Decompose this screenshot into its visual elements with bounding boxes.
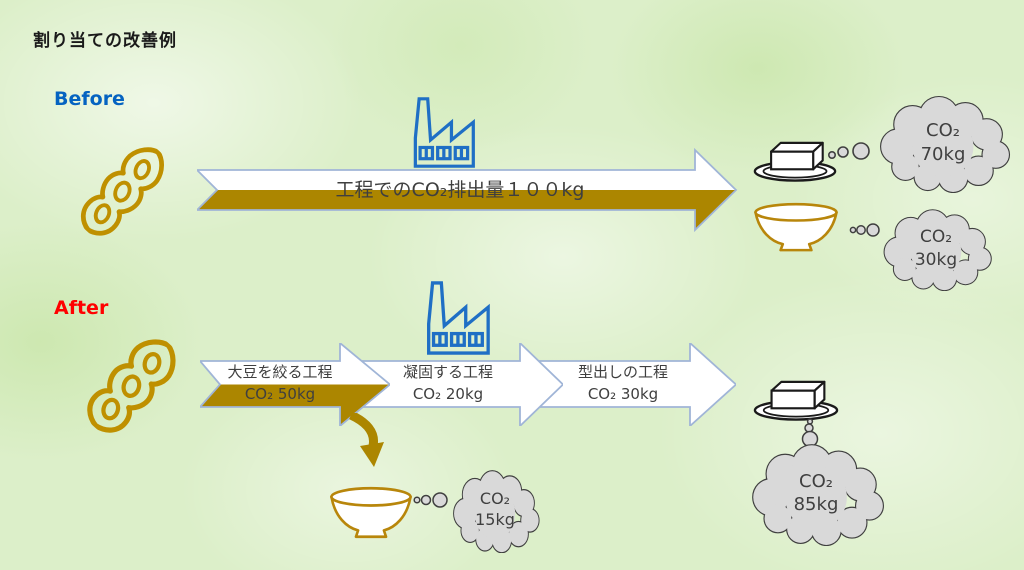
- process-step-emission: CO₂ 50kg: [244, 385, 316, 403]
- cloud-amount: 85kg: [793, 494, 839, 515]
- cloud-gas: CO₂: [919, 227, 953, 248]
- after-section-label: After: [54, 297, 109, 319]
- cloud-gas: CO₂: [479, 489, 511, 509]
- tofu-on-plate-icon: [752, 376, 840, 421]
- tofu-on-plate-icon: [752, 137, 838, 182]
- soybean-pod-icon: [73, 325, 190, 446]
- thought-bubbles-icon: [849, 221, 881, 239]
- cloud-amount: 70kg: [920, 143, 966, 165]
- bowl-icon: [752, 202, 840, 257]
- co2-cloud-label: CO₂ 85kg: [744, 440, 888, 546]
- process-arrow-1: 大豆を絞る工程 CO₂ 50kg: [200, 343, 390, 426]
- cloud-amount: 15kg: [475, 510, 515, 529]
- factory-icon: [416, 280, 494, 356]
- process-arrow-label: 工程でのCO₂排出量１００kg: [335, 179, 585, 201]
- co2-cloud-label: CO₂ 15kg: [448, 467, 542, 553]
- bowl-icon: [328, 486, 414, 544]
- process-step-text: 大豆を絞る工程 CO₂ 50kg: [210, 361, 350, 405]
- co2-cloud-label: CO₂ 70kg: [872, 92, 1014, 193]
- cloud-gas: CO₂: [926, 120, 960, 142]
- co2-cloud-icon: CO₂ 15kg: [448, 467, 542, 553]
- thought-bubbles-icon: [827, 141, 879, 163]
- co2-cloud-label: CO₂ 30kg: [877, 206, 995, 291]
- process-arrow-3: 型出しの工程 CO₂ 30kg: [538, 343, 736, 426]
- thought-bubbles-icon: [413, 490, 449, 510]
- process-step-name: 大豆を絞る工程: [227, 363, 333, 381]
- process-arrow-before: 工程でのCO₂排出量１００kg: [197, 148, 738, 232]
- process-step-name: 型出しの工程: [577, 363, 668, 381]
- cloud-gas: CO₂: [799, 470, 833, 492]
- before-section-label: Before: [54, 88, 125, 110]
- process-step-name: 凝固する工程: [402, 363, 493, 381]
- process-step-emission: CO₂ 20kg: [412, 385, 484, 403]
- factory-icon: [403, 96, 479, 169]
- co2-cloud-icon: CO₂ 85kg: [744, 440, 888, 546]
- curved-down-arrow-icon: [338, 413, 390, 469]
- co2-cloud-icon: CO₂ 30kg: [877, 206, 995, 291]
- soybean-pod-icon: [68, 134, 177, 248]
- thought-bubbles-icon: [797, 418, 823, 448]
- cloud-amount: 30kg: [914, 249, 958, 270]
- process-arrow-2: 凝固する工程 CO₂ 20kg: [348, 343, 563, 426]
- process-step-emission: CO₂ 30kg: [587, 385, 659, 403]
- process-step-text: 凝固する工程 CO₂ 20kg: [368, 361, 528, 405]
- page-title: 割り当ての改善例: [33, 31, 177, 51]
- process-step-text: 型出しの工程 CO₂ 30kg: [548, 361, 698, 405]
- co2-cloud-icon: CO₂ 70kg: [872, 92, 1014, 193]
